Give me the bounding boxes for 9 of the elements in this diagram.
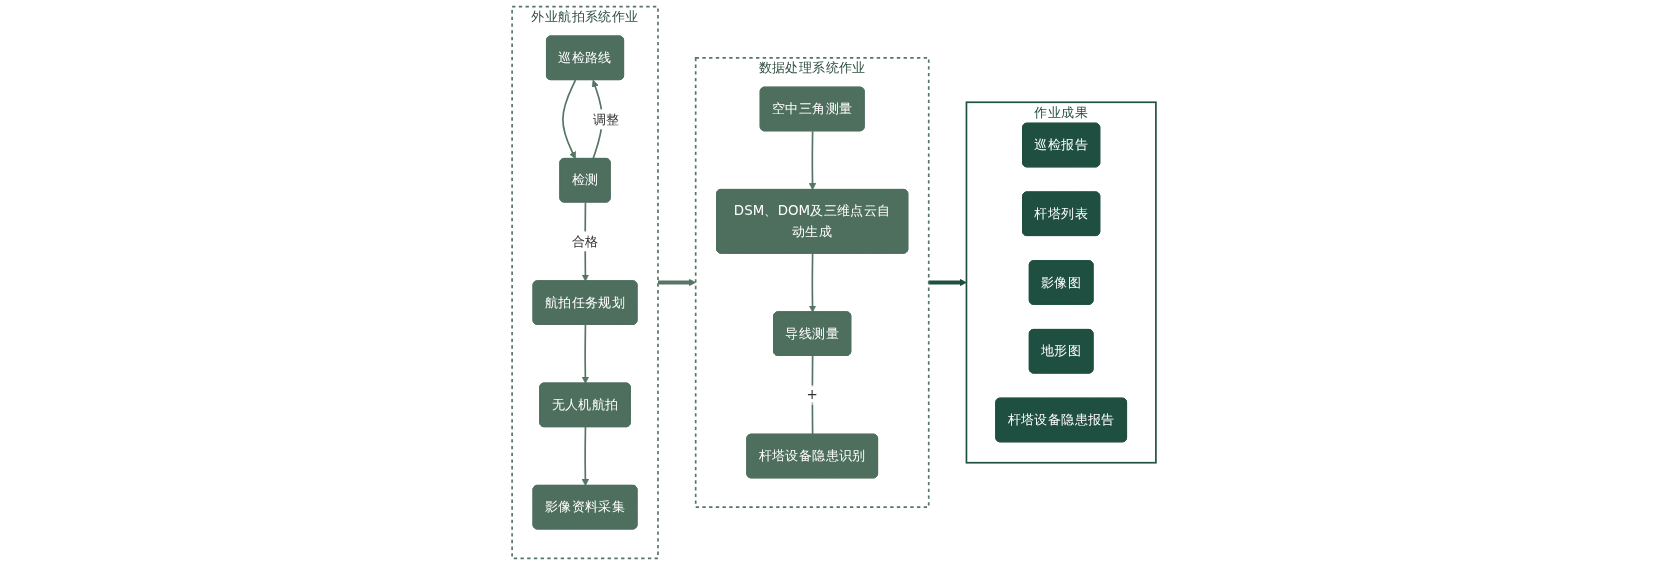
arrow bbox=[808, 252, 816, 313]
arrow bbox=[581, 324, 589, 384]
arrow bbox=[581, 426, 589, 487]
arrow bbox=[808, 130, 816, 191]
edge-label: + bbox=[806, 386, 818, 403]
edge-label: 合格 bbox=[571, 233, 598, 249]
edge-label: 调整 bbox=[592, 111, 620, 127]
arrow bbox=[657, 278, 696, 287]
arrow bbox=[561, 79, 576, 160]
